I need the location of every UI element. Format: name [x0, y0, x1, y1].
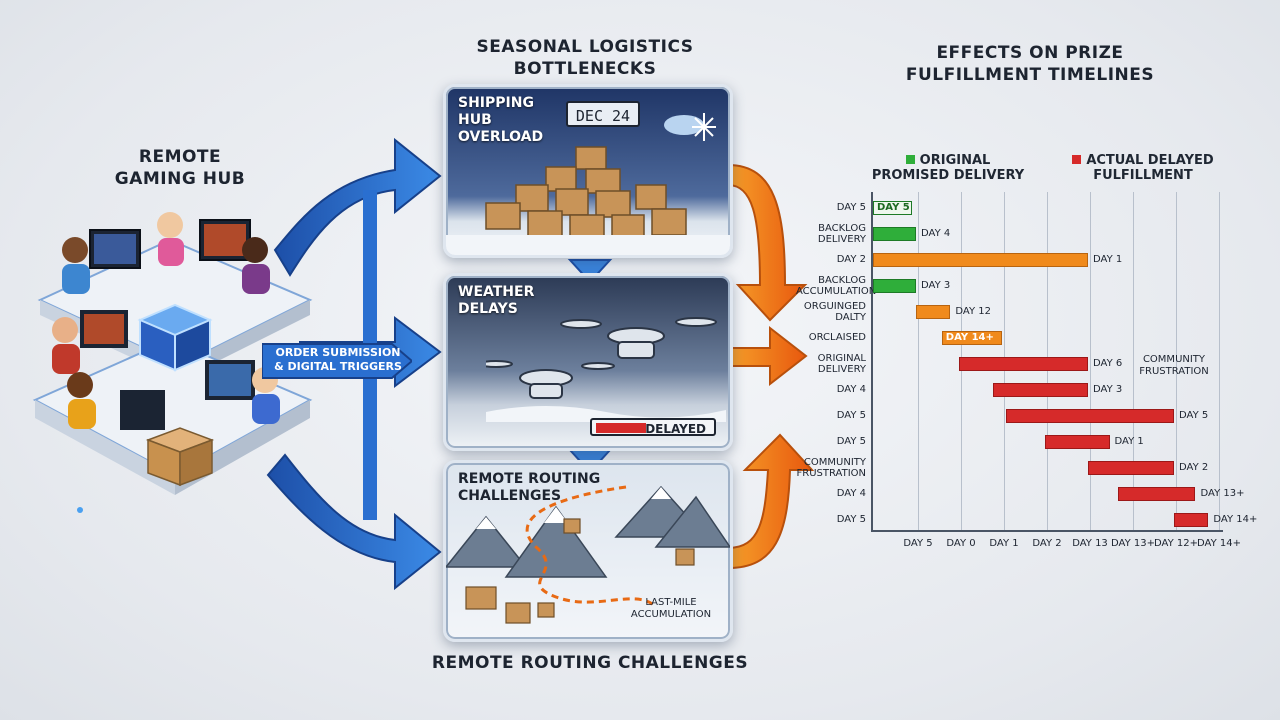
- arrow-to-routing: [266, 453, 442, 591]
- legend-actual: ACTUAL DELAYED FULFILLMENT: [1068, 153, 1218, 183]
- arrow-from-routing: [727, 433, 815, 570]
- bottom-heading: REMOTE ROUTING CHALLENGES: [431, 653, 749, 673]
- date-sign: DEC 24: [566, 101, 640, 127]
- center-heading: SEASONAL LOGISTICS BOTTLENECKS: [476, 37, 694, 79]
- arrow-to-shipping: [273, 137, 442, 277]
- right-heading: EFFECTS ON PRIZE FULFILLMENT TIMELINES: [905, 43, 1155, 85]
- shipping-hub-title: SHIPPING HUB OVERLOAD: [458, 95, 544, 145]
- routing-panel: REMOTE ROUTING CHALLENGES LAST-MILE ACCU…: [443, 460, 733, 642]
- delayed-status: DELAYED: [590, 418, 716, 436]
- drone-illustration: [486, 317, 726, 422]
- legend-swatch-red: [1072, 155, 1082, 164]
- arrow-from-shipping: [727, 163, 808, 322]
- package-pile: [446, 146, 730, 255]
- arrow-from-weather: [727, 325, 808, 387]
- shipping-hub-panel: SHIPPING HUB OVERLOAD DEC 24: [443, 84, 733, 258]
- gaming-hub-illustration: [32, 212, 313, 513]
- weather-delays-title: WEATHER DELAYS: [458, 284, 535, 317]
- legend-original: ORIGINAL PROMISED DELIVERY: [871, 153, 1025, 183]
- flow-label: ORDER SUBMISSION & DIGITAL TRIGGERS: [262, 336, 412, 386]
- legend-swatch-green: [905, 155, 915, 164]
- down-arrow-1: [567, 259, 613, 284]
- left-heading: REMOTE GAMING HUB: [114, 147, 246, 189]
- routing-title: REMOTE ROUTING CHALLENGES: [458, 471, 601, 504]
- last-mile-note: LAST-MILE ACCUMULATION: [630, 597, 712, 620]
- weather-delays-panel: WEATHER DELAYS DELAYED: [443, 273, 733, 451]
- mountain-map: [446, 485, 730, 624]
- snowflake-icon: [664, 113, 716, 141]
